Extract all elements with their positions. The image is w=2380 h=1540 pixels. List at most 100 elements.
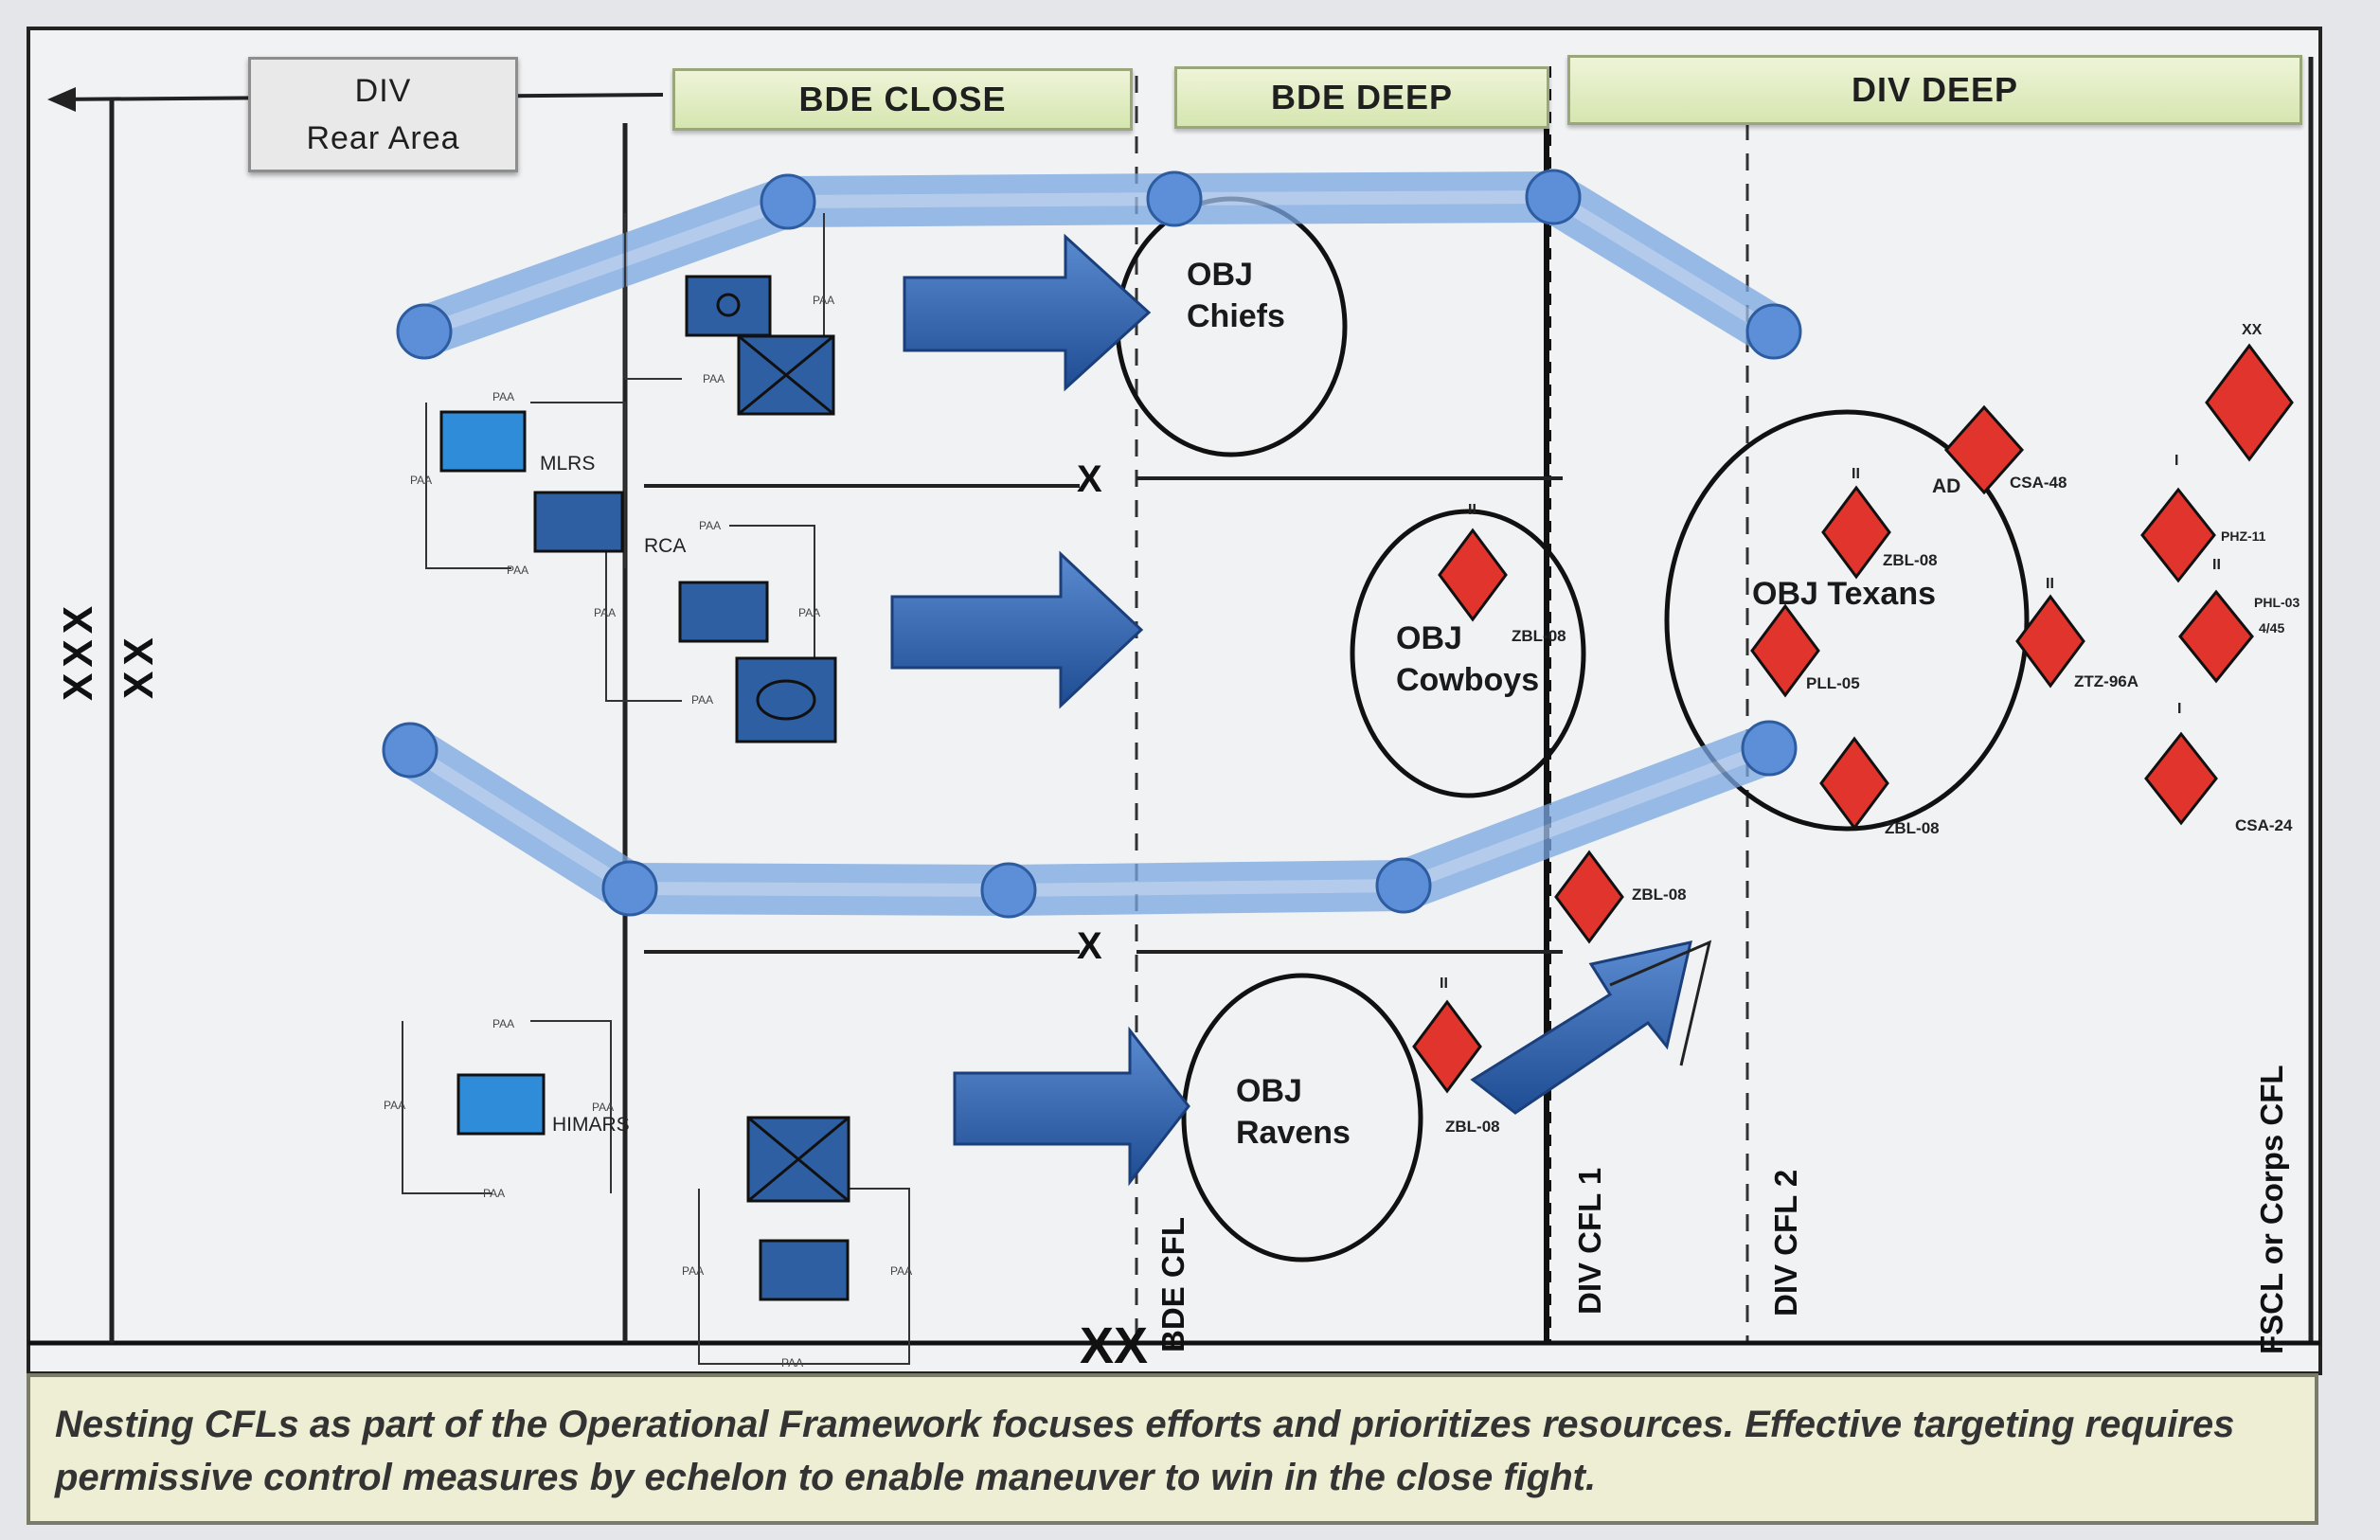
enemy-recon-icon	[1821, 485, 1891, 580]
enemy-artillery-icon	[1412, 999, 1482, 1094]
zone-div-rear-line1: DIV	[354, 73, 412, 109]
air-defense-icon	[759, 1239, 850, 1301]
paa-label: PAA	[691, 693, 714, 707]
echelon-mark: II	[2212, 557, 2221, 573]
arrow-outline	[1609, 940, 1712, 1066]
div-cfl2-label: DIV CFL 2	[1768, 1169, 1803, 1316]
paa-label: PAA	[384, 1099, 406, 1112]
enemy-label-phl03: PHL-03	[2254, 595, 2300, 610]
friendly-units	[439, 275, 850, 1301]
paa-label: PAA	[410, 474, 433, 487]
division-boundary-mark-bottom: XX	[1080, 1317, 1149, 1374]
echelon-mark: II	[1852, 466, 1860, 482]
paa-label: PAA	[703, 372, 725, 385]
caption-box: Nesting CFLs as part of the Operational …	[27, 1373, 2318, 1525]
echelon-mark: XX	[2242, 322, 2263, 338]
enemy-artillery-icon	[2140, 487, 2216, 583]
obj-texans-circle	[1664, 409, 2030, 832]
enemy-label-zbl08: ZBL-08	[1632, 886, 1687, 904]
echelon-mark: II	[1440, 976, 1448, 992]
zone-bde-deep: BDE DEEP	[1174, 66, 1549, 129]
enemy-label-pll05: PLL-05	[1806, 674, 1860, 692]
enemy-mlrs-icon	[2178, 589, 2254, 684]
zone-div-deep: DIV DEEP	[1567, 55, 2302, 125]
fscl-label: FSCL or Corps CFL	[2254, 1065, 2289, 1354]
radar-icon	[685, 275, 772, 337]
enemy-label-ztz96a: ZTZ-96A	[2074, 672, 2138, 690]
himars-label: HIMARS	[552, 1114, 630, 1136]
obj-chiefs-line2: Chiefs	[1187, 298, 1285, 334]
div-cfl1-label: DIV CFL 1	[1572, 1167, 1607, 1315]
enemy-label-ad: AD	[1932, 475, 1961, 497]
obj-ravens-line2: Ravens	[1236, 1115, 1351, 1151]
zone-div-rear: DIV Rear Area	[248, 57, 518, 172]
obj-chiefs-line1: OBJ	[1187, 257, 1253, 293]
enemy-label-zbl08: ZBL-08	[1512, 627, 1566, 645]
maneuver-arrow-chiefs	[903, 233, 1152, 392]
obj-cowboys-line2: Cowboys	[1396, 662, 1540, 698]
mlrs-label: MLRS	[540, 453, 596, 475]
echelon-mark: I	[2174, 453, 2179, 469]
radar-icon	[533, 491, 624, 553]
enemy-tank-icon	[2015, 594, 2085, 689]
radar-icon	[678, 581, 769, 643]
paa-label: PAA	[890, 1264, 913, 1278]
obj-chiefs-label: OBJ Chiefs	[1187, 254, 1285, 337]
pipe-node	[1745, 303, 1802, 360]
obj-cowboys-line1: OBJ	[1396, 620, 1462, 656]
mlrs-launcher-icon	[439, 410, 527, 473]
enemy-air-defense-icon	[2144, 731, 2218, 826]
pipe-node	[601, 860, 658, 917]
obj-ravens-line1: OBJ	[1236, 1073, 1302, 1109]
enemy-label-phz11: PHZ-11	[2221, 528, 2266, 544]
paa-label: PAA	[699, 519, 722, 532]
pipe-node	[1525, 169, 1582, 225]
enemy-label-zbl08: ZBL-08	[1883, 551, 1938, 569]
map-frame	[27, 27, 2322, 1375]
maneuver-arrow-cowboys	[890, 550, 1144, 709]
pipe-node	[382, 722, 438, 779]
brigade-boundary-mark-lower: X	[1077, 925, 1102, 967]
paa-label: PAA	[682, 1264, 705, 1278]
enemy-units	[1412, 343, 2294, 1094]
paa-label: PAA	[492, 390, 515, 403]
paa-brackets	[402, 213, 910, 1365]
enemy-label-csa24: CSA-24	[2235, 816, 2293, 834]
enemy-label-csa48: CSA-48	[2010, 474, 2067, 492]
enemy-air-defense-icon	[1943, 404, 2025, 495]
enemy-label-zbl08: ZBL-08	[1885, 819, 1940, 837]
enemy-artillery-icon	[1819, 736, 1889, 831]
division-boundary-mark: XX	[116, 632, 162, 699]
obj-texans-label: OBJ Texans	[1752, 576, 1937, 612]
maneuver-arrow-exploit	[1470, 940, 1692, 1115]
armor-icon	[735, 656, 837, 743]
enemy-label-phl-sub: 4/45	[2259, 620, 2285, 636]
arrowhead-left	[47, 87, 76, 112]
bde-cfl-label: BDE CFL	[1155, 1217, 1190, 1352]
pipe-node	[396, 303, 453, 360]
echelon-mark: I	[2177, 701, 2182, 717]
enemy-division-artillery-icon	[2205, 343, 2294, 462]
himars-icon	[456, 1073, 546, 1136]
zone-div-rear-line2: Rear Area	[306, 120, 460, 156]
paa-label: PAA	[507, 564, 529, 577]
obj-ravens-label: OBJ Ravens	[1236, 1070, 1351, 1154]
pipe-node	[1375, 857, 1432, 914]
rca-label: RCA	[644, 535, 687, 557]
enemy-artillery-icon	[1554, 850, 1624, 944]
enemy-label-zbl08: ZBL-08	[1445, 1118, 1500, 1136]
enemy-artillery-icon	[1438, 528, 1508, 622]
paa-label: PAA	[592, 1101, 615, 1114]
paa-label: PAA	[798, 606, 821, 619]
paa-label: PAA	[781, 1356, 804, 1370]
obj-cowboys-label: OBJ Cowboys	[1396, 618, 1539, 701]
pipe-node	[1146, 170, 1203, 227]
corps-boundary-mark: XXX	[55, 600, 101, 701]
pipe-node	[980, 862, 1037, 919]
paa-label: PAA	[594, 606, 617, 619]
brigade-boundary-mark-upper: X	[1077, 458, 1102, 500]
enemy-rocket-icon	[1750, 603, 1820, 698]
obj-ravens-circle	[1181, 973, 1423, 1262]
pipe-node	[760, 173, 816, 230]
